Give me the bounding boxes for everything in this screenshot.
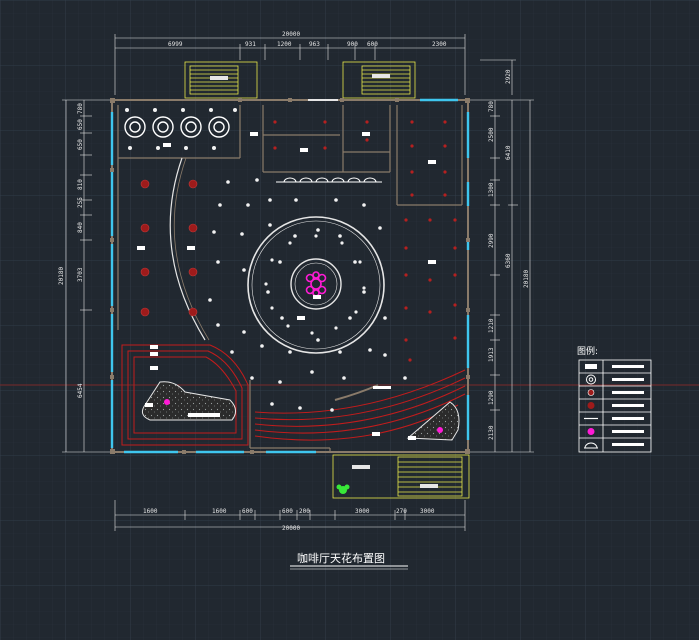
- dim-right-outer-1: 6410: [505, 145, 512, 160]
- dim-right-outer-2: 6360: [505, 253, 512, 268]
- dim-right-seg-6: 1913: [488, 347, 495, 362]
- dim-right-seg-4: 2990: [488, 233, 495, 248]
- dim-bottom-seg-2: 1600: [212, 508, 227, 515]
- booth-light-strip: [121, 344, 249, 446]
- dim-right-seg-7: 1290: [488, 390, 495, 405]
- gravel-island-right: [406, 401, 460, 441]
- stair-bottom-right[interactable]: [332, 454, 470, 499]
- dim-top-seg-4: 963: [309, 41, 320, 48]
- chandelier-icon-small: [164, 399, 443, 433]
- right-dimensions: [470, 59, 534, 453]
- ceiling-fan-icon: [586, 374, 596, 385]
- dim-top-seg-5: 900: [347, 41, 358, 48]
- chandelier-icon-legend: [587, 428, 595, 435]
- dim-bottom-seg-5: 200: [299, 508, 310, 515]
- spotlight-row: [276, 177, 382, 183]
- central-ring-ceiling[interactable]: [247, 216, 385, 354]
- pendant-dots: [273, 120, 457, 362]
- dim-top-overall: 20000: [282, 31, 300, 38]
- dim-right-seg-2: 2500: [488, 127, 495, 142]
- dim-right-seg-5: 1210: [488, 318, 495, 333]
- legend-descriptions: [612, 365, 644, 446]
- dim-bottom-seg-1: 1600: [143, 508, 158, 515]
- interior-partitions: [117, 105, 463, 452]
- dim-top-seg-7: 2300: [432, 41, 447, 48]
- dim-bottom-seg-8: 3000: [420, 508, 435, 515]
- chandelier-icon: [305, 271, 327, 297]
- dim-left-seg-3: 650: [77, 139, 84, 150]
- dim-left-seg-7: 3703: [77, 267, 84, 282]
- plant-symbol: [336, 484, 350, 494]
- dim-right-seg-8: 2130: [488, 425, 495, 440]
- pendant-lamp-icon: [587, 402, 595, 409]
- ceiling-fans: [124, 116, 230, 138]
- downlight-icon: [587, 389, 595, 396]
- fluorescent-lamps: [137, 132, 436, 440]
- dim-right-seg-1: 780: [488, 101, 495, 112]
- curved-divider-left-inner: [173, 157, 210, 341]
- dim-bottom-seg-6: 3000: [355, 508, 370, 515]
- dim-bottom-seg-7: 270: [396, 508, 407, 515]
- dim-bottom-seg-4: 600: [282, 508, 293, 515]
- dim-left-seg-6: 840: [77, 222, 84, 233]
- dim-left-seg-2: 650: [77, 119, 84, 130]
- dim-top-right-riser: 2920: [505, 69, 512, 84]
- dim-top-seg-1: 6999: [168, 41, 183, 48]
- dim-left-seg-8: 6454: [77, 383, 84, 398]
- dim-left-seg-1: 780: [77, 103, 84, 114]
- dim-left-seg-5: 255: [77, 197, 84, 208]
- curved-divider-left: [169, 157, 206, 341]
- downlights: [125, 108, 407, 412]
- drawing-title: 咖啡厅天花布置图: [297, 551, 385, 565]
- stair-top-right[interactable]: [342, 61, 416, 99]
- dim-top-seg-3: 1200: [277, 41, 292, 48]
- fluorescent-lamp-icon: [585, 364, 597, 369]
- ring-downlights: [264, 234, 366, 335]
- light-strip-curves: [254, 369, 466, 441]
- pendant-lamps: [140, 179, 198, 317]
- top-dimensions: [114, 34, 466, 95]
- dim-bottom-seg-3: 600: [242, 508, 253, 515]
- bottom-dimensions: [114, 500, 466, 531]
- dim-top-seg-6: 600: [367, 41, 378, 48]
- columns: [110, 98, 470, 454]
- stair-top-left[interactable]: [184, 61, 258, 99]
- dim-left-overall: 20180: [58, 267, 65, 285]
- gravel-island-left: [141, 381, 236, 421]
- dim-right-overall: 20180: [523, 270, 530, 288]
- left-dimensions: [62, 99, 112, 453]
- legend-table: [578, 359, 652, 453]
- dim-right-seg-3: 1300: [488, 182, 495, 197]
- dim-left-seg-4: 810: [77, 179, 84, 190]
- legend-title: 图例:: [577, 345, 598, 357]
- windows: [110, 98, 470, 454]
- spotlight-icon: [584, 442, 598, 449]
- dim-bottom-overall: 20000: [282, 525, 300, 532]
- dim-top-seg-2: 931: [245, 41, 256, 48]
